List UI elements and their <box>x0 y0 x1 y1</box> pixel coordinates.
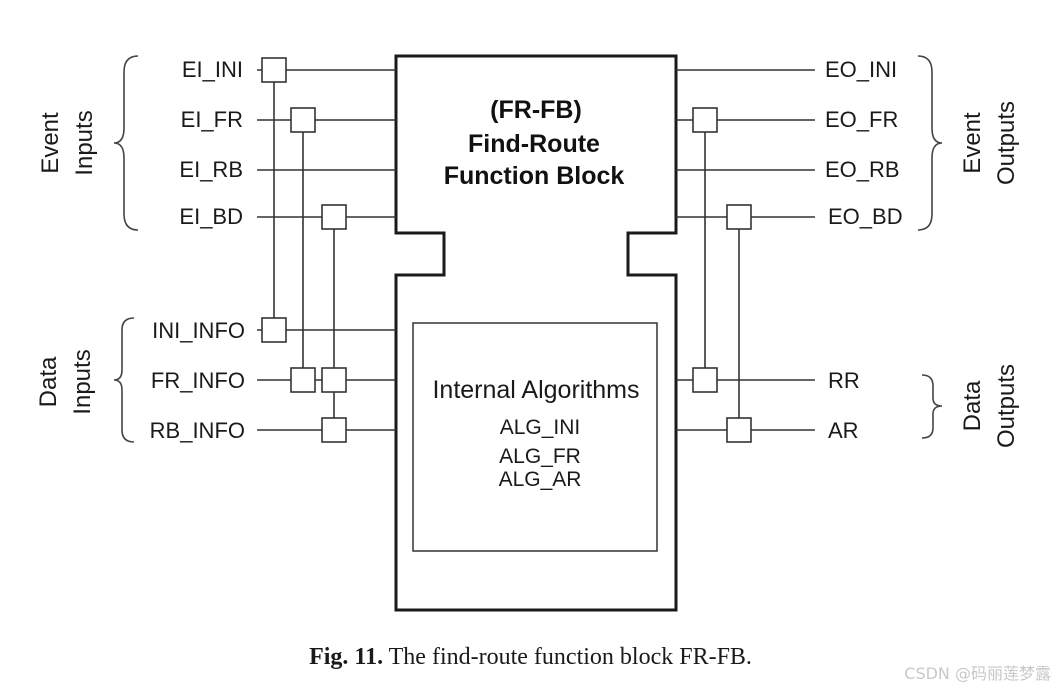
label-ei-bd: EI_BD <box>179 204 243 229</box>
connector-rb-info <box>321 417 347 443</box>
brace-event-inputs <box>113 55 139 231</box>
connector-rr <box>692 367 718 393</box>
group-event-inputs-line1: Event <box>37 112 64 174</box>
algorithm-fr: ALG_FR <box>499 445 581 468</box>
label-ei-fr: EI_FR <box>181 107 243 132</box>
group-event-outputs-line1: Event <box>959 112 986 174</box>
group-data-outputs-line2: Outputs <box>993 364 1020 448</box>
block-title-line1: (FR-FB) <box>490 96 582 124</box>
group-data-inputs-line2: Inputs <box>69 349 96 414</box>
connector-ei-bd <box>321 204 347 230</box>
brace-data-inputs <box>113 317 135 443</box>
connector-ini-info <box>261 317 287 343</box>
brace-event-outputs <box>917 55 943 231</box>
label-eo-ini: EO_INI <box>825 57 897 82</box>
label-rr: RR <box>828 368 860 393</box>
connector-fr-info-b <box>321 367 347 393</box>
connector-eo-fr <box>692 107 718 133</box>
connector-ar <box>726 417 752 443</box>
algorithm-ini: ALG_INI <box>500 416 581 439</box>
watermark: CSDN @码丽莲梦露 <box>904 664 1051 683</box>
label-ar: AR <box>828 418 859 443</box>
figure-caption: Fig. 11. The find-route function block F… <box>0 644 1061 671</box>
label-eo-fr: EO_FR <box>825 107 898 132</box>
brace-data-outputs <box>921 374 943 439</box>
connector-ei-fr <box>290 107 316 133</box>
block-title-line3: Function Block <box>444 162 625 190</box>
connector-fr-info-a <box>290 367 316 393</box>
algorithm-ar: ALG_AR <box>499 468 582 491</box>
internal-algorithms-box <box>412 322 658 552</box>
caption-prefix: Fig. 11. <box>309 644 384 670</box>
label-ini-info: INI_INFO <box>152 318 245 343</box>
label-ei-ini: EI_INI <box>182 57 243 82</box>
connector-ei-ini <box>261 57 287 83</box>
label-rb-info: RB_INFO <box>150 418 245 443</box>
label-eo-rb: EO_RB <box>825 157 900 182</box>
label-eo-bd: EO_BD <box>828 204 903 229</box>
group-data-inputs-line1: Data <box>35 356 62 407</box>
label-fr-info: FR_INFO <box>151 368 245 393</box>
internal-algorithms-title: Internal Algorithms <box>432 376 639 404</box>
label-ei-rb: EI_RB <box>179 157 243 182</box>
group-event-inputs-line2: Inputs <box>71 110 98 175</box>
block-title-line2: Find-Route <box>468 130 600 158</box>
group-event-outputs-line2: Outputs <box>993 101 1020 185</box>
caption-text: The find-route function block FR-FB. <box>383 644 752 670</box>
connector-eo-bd <box>726 204 752 230</box>
group-data-outputs-line1: Data <box>959 380 986 431</box>
